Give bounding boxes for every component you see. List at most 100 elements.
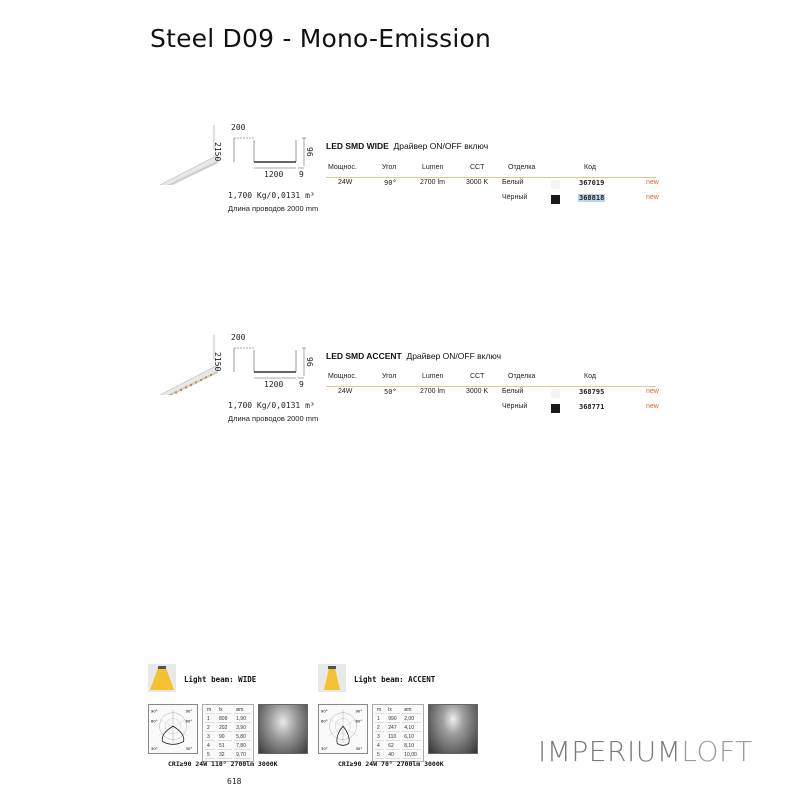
dim-side: 2150 <box>213 352 222 372</box>
lamp-illustration <box>159 335 218 395</box>
dim-width: 1200 <box>264 170 284 179</box>
table-row: Чёрный 368771 new <box>326 403 659 418</box>
dim-top: 200 <box>231 123 246 132</box>
beam-wide-label: Light beam: WIDE <box>184 675 257 684</box>
beam-wide-cri: CRI≥90 24W 110° 2700lm 3000K <box>168 760 278 768</box>
angle-label: 90° <box>151 709 158 714</box>
angle-label: 90° <box>355 709 362 714</box>
angle-label: 90° <box>321 709 328 714</box>
dimension-drawing: 200 2150 1200 9 96 <box>213 330 330 410</box>
dim-height: 9 <box>299 170 304 179</box>
dimension-drawing: 200 2150 1200 9 96 <box>213 120 330 200</box>
angle-label: 30° <box>185 746 192 751</box>
dim-width: 1200 <box>264 380 284 389</box>
col-code: Код <box>584 164 596 171</box>
dim-depth: 96 <box>305 147 314 157</box>
finish-value: Белый <box>502 179 524 186</box>
col-angle: Угол <box>382 164 397 171</box>
product-name: LED SMD WIDE <box>326 141 389 151</box>
angle-value: 50° <box>384 388 397 396</box>
code-value[interactable]: 367019 <box>579 179 605 187</box>
beam-wide-icon <box>148 664 176 692</box>
page-title: Steel D09 - Mono-Emission <box>150 24 492 53</box>
angle-label: 30° <box>151 746 158 751</box>
product-driver: Драйвер ON/OFF включ <box>406 351 502 361</box>
beam-accent-icon <box>318 664 346 692</box>
angle-value: 90° <box>384 179 397 187</box>
cable-length: Длина проводов 2000 mm <box>228 414 319 423</box>
code-value[interactable]: 368795 <box>579 388 605 396</box>
lamp-illustration <box>159 125 218 185</box>
angle-label: 90° <box>185 709 192 714</box>
code-value[interactable]: 368818 <box>578 194 606 202</box>
col-cct: CCT <box>470 373 485 380</box>
finish-value: Чёрный <box>502 403 528 410</box>
new-badge: new <box>646 403 659 410</box>
col-code: Код <box>584 373 596 380</box>
spec-table: Мощнос. Угол Lumen CCT Отделка Код 24W 9… <box>326 164 659 209</box>
beam-accent-label: Light beam: ACCENT <box>354 675 436 684</box>
new-badge: new <box>646 194 659 201</box>
product-driver: Драйвер ON/OFF включ <box>393 141 489 151</box>
code-value[interactable]: 368771 <box>579 403 605 411</box>
new-badge: new <box>646 179 659 186</box>
beam-accent-render <box>428 704 478 754</box>
polar-diagram-icon: 90° 90° 60° 60° 30° 30° <box>318 704 368 754</box>
product-wide: 200 2150 1200 9 96 1,700 Kg/0,0131 m³ Дл… <box>140 120 680 240</box>
power-value: 24W <box>338 179 353 186</box>
dim-height: 9 <box>299 380 304 389</box>
finish-swatch <box>551 404 560 413</box>
finish-value: Чёрный <box>502 194 528 201</box>
col-power: Мощнос. <box>328 164 357 171</box>
product-heading: LED SMD ACCENT Драйвер ON/OFF включ <box>326 351 501 361</box>
dim-top: 200 <box>231 333 246 342</box>
angle-label: 60° <box>185 718 192 723</box>
angle-label: 60° <box>321 718 328 723</box>
angle-label: 60° <box>355 718 362 723</box>
col-power: Мощнос. <box>328 373 357 380</box>
col-lumen: Lumen <box>422 164 444 171</box>
table-row: Чёрный 368818 new <box>326 194 659 209</box>
table-row: 24W 90° 2700 lm 3000 K Белый 367019 new <box>326 179 659 194</box>
brand-logo: IMPERIUMLOFT <box>538 735 753 768</box>
finish-swatch <box>551 389 560 398</box>
angle-label: 30° <box>355 746 362 751</box>
col-cct: CCT <box>470 164 485 171</box>
spec-header-row: Мощнос. Угол Lumen CCT Отделка Код <box>326 373 656 387</box>
lumen-value: 2700 lm <box>420 388 445 395</box>
cct-value: 3000 K <box>466 388 489 395</box>
col-lumen: Lumen <box>422 373 444 380</box>
finish-value: Белый <box>502 388 524 395</box>
weight: 1,700 Kg/0,0131 m³ <box>228 191 315 200</box>
product-name: LED SMD ACCENT <box>326 351 402 361</box>
finish-swatch <box>551 180 560 189</box>
cable-length: Длина проводов 2000 mm <box>228 204 319 213</box>
page-number: 618 <box>227 777 242 786</box>
weight: 1,700 Kg/0,0131 m³ <box>228 401 315 410</box>
beam-accent-cri: CRI≥90 24W 70° 2700lm 3000K <box>338 760 444 768</box>
spec-table: Мощнос. Угол Lumen CCT Отделка Код 24W 5… <box>326 373 659 418</box>
lumen-value: 2700 lm <box>420 179 445 186</box>
product-accent: 200 2150 1200 9 96 1,700 Kg/0,0131 m³ Дл… <box>140 330 680 450</box>
col-finish: Отделка <box>508 373 536 380</box>
polar-diagram-icon: 90° 90° 60° 60° 30° 30° <box>148 704 198 754</box>
product-heading: LED SMD WIDE Драйвер ON/OFF включ <box>326 141 488 151</box>
dim-depth: 96 <box>305 357 314 367</box>
col-angle: Угол <box>382 373 397 380</box>
angle-label: 60° <box>151 718 158 723</box>
angle-label: 30° <box>321 746 328 751</box>
table-row: 24W 50° 2700 lm 3000 K Белый 368795 new <box>326 388 659 403</box>
dim-side: 2150 <box>213 142 222 162</box>
